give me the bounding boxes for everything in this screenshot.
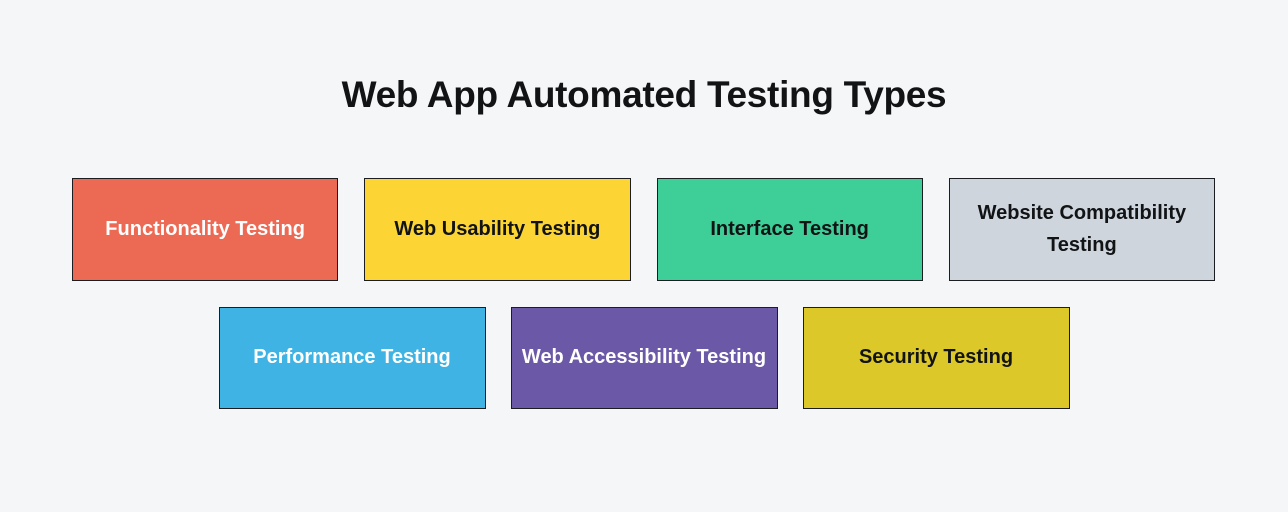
testing-type-card-interface-testing: Interface Testing [656, 178, 923, 281]
testing-types-row-two: Performance Testing Web Accessibility Te… [218, 307, 1070, 409]
testing-type-label: Web Accessibility Testing [521, 346, 767, 369]
testing-type-label: Website Compatibility Testing [977, 202, 1187, 256]
testing-type-card-security-testing: Security Testing [802, 307, 1070, 409]
testing-type-label: Functionality Testing [105, 217, 305, 240]
testing-type-card-web-usability-testing: Web Usability Testing [364, 178, 631, 281]
testing-type-label: Performance Testing [253, 346, 451, 369]
testing-type-label: Security Testing [858, 346, 1014, 369]
testing-type-card-functionality-testing: Functionality Testing [72, 178, 339, 281]
testing-type-label: Interface Testing [710, 217, 869, 240]
testing-type-card-performance-testing: Performance Testing [218, 307, 486, 409]
page-title: Web App Automated Testing Types [341, 74, 947, 115]
testing-type-card-web-accessibility-testing: Web Accessibility Testing [510, 307, 778, 409]
testing-types-row-one: Functionality Testing Web Usability Test… [72, 178, 1215, 281]
testing-type-label: Web Usability Testing [394, 217, 601, 240]
testing-type-card-website-compatibility-testing: Website Compatibility Testing [948, 178, 1215, 281]
